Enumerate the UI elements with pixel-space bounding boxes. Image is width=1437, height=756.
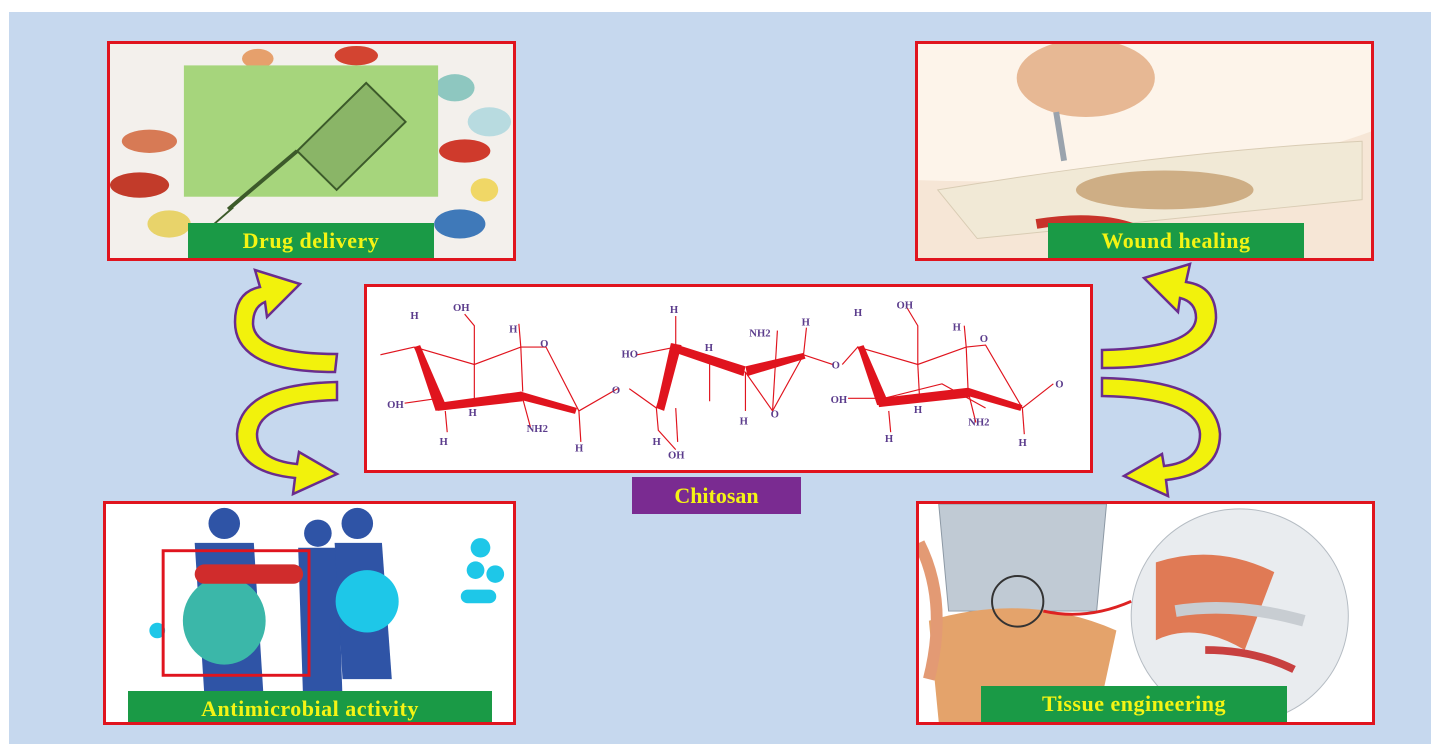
o-label: O xyxy=(540,339,548,350)
wound-healing-label: Wound healing xyxy=(1048,223,1304,258)
oh-label: OH xyxy=(453,303,470,314)
h-label: H xyxy=(802,318,811,329)
oh-label: OH xyxy=(831,395,848,406)
h-label: H xyxy=(705,343,714,354)
drug-delivery-label: Drug delivery xyxy=(188,223,434,258)
wound-dressing-image xyxy=(918,44,1371,258)
o-label: O xyxy=(980,334,988,345)
h-label: H xyxy=(1018,438,1027,449)
chitosan-structure-box: H OH H O OH H H NH2 H O H HO H NH2 H O H… xyxy=(364,284,1093,473)
h-label: H xyxy=(575,444,584,455)
arrow-to-tissue-engineering xyxy=(1100,376,1222,499)
h-label: H xyxy=(740,416,749,427)
wound-healing-panel: Wound healing xyxy=(915,41,1374,261)
ho-label: HO xyxy=(622,350,639,361)
h-label: H xyxy=(914,405,923,416)
o-label: O xyxy=(771,410,779,421)
chitosan-label: Chitosan xyxy=(632,477,801,514)
oh-label: OH xyxy=(896,300,913,311)
h-label: H xyxy=(953,323,962,334)
chitosan-molecule-diagram: H OH H O OH H H NH2 H O H HO H NH2 H O H… xyxy=(380,300,1064,461)
h-label: H xyxy=(410,311,419,322)
h-label: H xyxy=(885,434,894,445)
drug-delivery-panel: Drug delivery xyxy=(107,41,516,261)
h-label: H xyxy=(469,408,478,419)
oh-label: OH xyxy=(387,400,404,411)
o-label: O xyxy=(1055,380,1063,391)
bacteria-family-image xyxy=(106,504,513,722)
o-label: O xyxy=(832,360,840,371)
h-label: H xyxy=(439,437,448,448)
oh-label: OH xyxy=(668,450,685,461)
antimicrobial-panel: Antimicrobial activity xyxy=(103,501,516,725)
tissue-engineering-panel: Tissue engineering xyxy=(916,501,1375,725)
h-label: H xyxy=(652,437,661,448)
arrow-to-drug-delivery xyxy=(233,268,339,374)
nh2-label: NH2 xyxy=(968,417,989,428)
h-label: H xyxy=(854,308,863,319)
tissue-engineering-label: Tissue engineering xyxy=(981,686,1287,722)
arrow-to-antimicrobial xyxy=(235,380,340,497)
arrow-to-wound-healing xyxy=(1100,262,1218,370)
o-label: O xyxy=(612,386,620,397)
nh2-label: NH2 xyxy=(749,328,770,339)
antimicrobial-label: Antimicrobial activity xyxy=(128,691,492,722)
h-label: H xyxy=(509,325,518,336)
nh2-label: NH2 xyxy=(527,424,548,435)
pills-syringe-image xyxy=(110,44,513,258)
h-label: H xyxy=(670,305,679,316)
